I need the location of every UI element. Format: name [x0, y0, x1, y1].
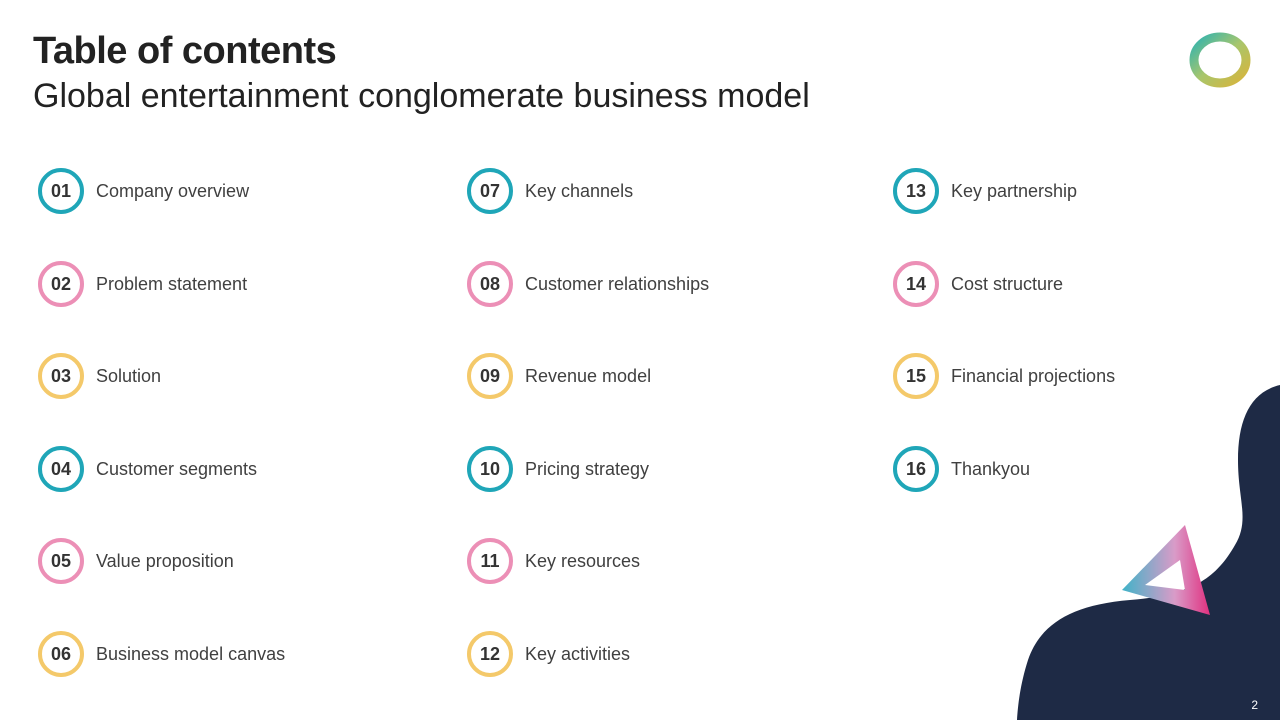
toc-item[interactable]: 12 Key activities [467, 630, 630, 678]
toc-item[interactable]: 04 Customer segments [38, 445, 257, 493]
toc-item[interactable]: 06 Business model canvas [38, 630, 285, 678]
toc-item-label: Cost structure [951, 273, 1064, 294]
toc-item[interactable]: 13 Key partnership [893, 167, 1077, 215]
toc-item-label: Thankyou [951, 458, 1031, 479]
number-badge: 05 [38, 538, 84, 584]
ring-logo [1189, 32, 1251, 88]
page-subtitle: Global entertainment conglomerate busine… [33, 77, 810, 115]
toc-item-label: Value proposition [96, 550, 234, 571]
number-badge: 06 [38, 631, 84, 677]
number-badge: 02 [38, 261, 84, 307]
toc-item-label: Key activities [525, 643, 631, 664]
toc-item-label: Company overview [96, 180, 250, 201]
toc-item-label: Financial projections [951, 365, 1116, 386]
toc-item[interactable]: 14 Cost structure [893, 260, 1063, 308]
toc-item[interactable]: 15 Financial projections [893, 352, 1115, 400]
number-badge: 14 [893, 261, 939, 307]
toc-item[interactable]: 09 Revenue model [467, 352, 651, 400]
toc-item[interactable]: 02 Problem statement [38, 260, 247, 308]
toc-item[interactable]: 16 Thankyou [893, 445, 1030, 493]
toc-item[interactable]: 05 Value proposition [38, 537, 234, 585]
toc-item[interactable]: 10 Pricing strategy [467, 445, 649, 493]
toc-item-label: Business model canvas [96, 643, 286, 664]
toc-item-label: Key resources [525, 550, 641, 571]
toc-item[interactable]: 03 Solution [38, 352, 161, 400]
number-badge: 13 [893, 168, 939, 214]
toc-item[interactable]: 07 Key channels [467, 167, 633, 215]
navy-blob-shape [1017, 385, 1280, 720]
number-badge: 03 [38, 353, 84, 399]
number-badge: 08 [467, 261, 513, 307]
page-title: Table of contents [33, 30, 337, 72]
toc-item[interactable]: 01 Company overview [38, 167, 249, 215]
number-badge: 07 [467, 168, 513, 214]
toc-item-label: Customer segments [96, 458, 258, 479]
number-badge: 01 [38, 168, 84, 214]
toc-item[interactable]: 11 Key resources [467, 537, 640, 585]
number-badge: 04 [38, 446, 84, 492]
toc-item-label: Key partnership [951, 180, 1078, 201]
toc-item-label: Problem statement [96, 273, 248, 294]
number-badge: 09 [467, 353, 513, 399]
number-badge: 12 [467, 631, 513, 677]
number-badge: 16 [893, 446, 939, 492]
number-badge: 10 [467, 446, 513, 492]
number-badge: 11 [467, 538, 513, 584]
toc-item-label: Customer relationships [525, 273, 710, 294]
number-badge: 15 [893, 353, 939, 399]
toc-item-label: Pricing strategy [525, 458, 650, 479]
toc-item[interactable]: 08 Customer relationships [467, 260, 709, 308]
page-number: 2 [1251, 698, 1258, 712]
triangle-logo [1122, 525, 1210, 615]
toc-item-label: Revenue model [525, 365, 652, 386]
toc-item-label: Solution [96, 365, 162, 386]
toc-item-label: Key channels [525, 180, 634, 201]
